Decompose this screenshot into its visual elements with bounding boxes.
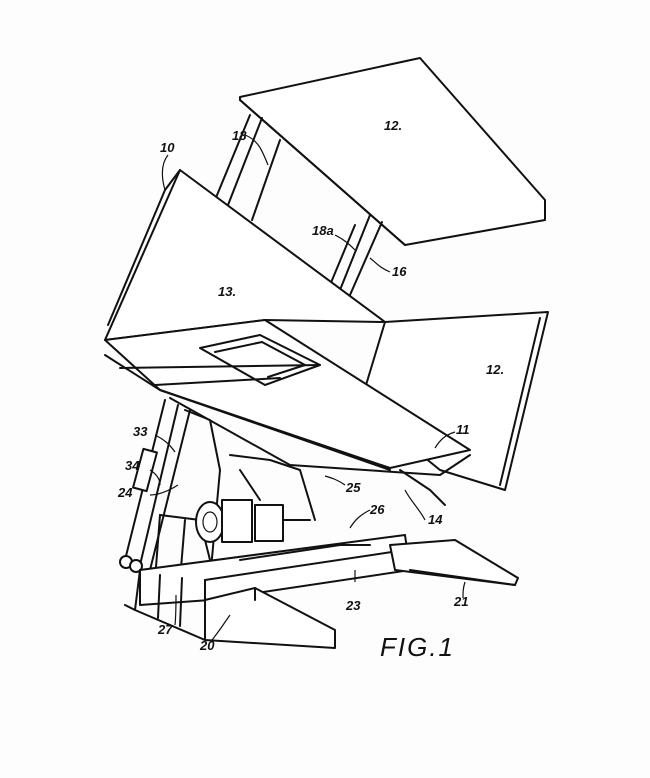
label-12-top: 12. [384, 118, 402, 133]
label-14: 14 [428, 512, 443, 527]
hydraulic-cylinder [119, 399, 191, 573]
label-27: 27 [157, 622, 173, 637]
label-16: 16 [392, 264, 407, 279]
label-33: 33 [133, 424, 148, 439]
leader-lines [149, 134, 466, 641]
label-24: 24 [117, 485, 133, 500]
label-18: 18 [232, 128, 247, 143]
reference-labels: 12. 18 10 18a 16 13. 12. 11 33 34 24 25 … [117, 118, 504, 653]
label-23: 23 [345, 598, 361, 613]
motor-assembly [195, 454, 316, 543]
label-10: 10 [160, 140, 175, 155]
label-34: 34 [125, 458, 140, 473]
figure-caption: FIG.1 [380, 632, 455, 662]
label-20: 20 [199, 638, 215, 653]
label-25: 25 [345, 480, 361, 495]
label-26: 26 [369, 502, 385, 517]
outrigger-leg [389, 539, 519, 586]
side-frame [154, 409, 221, 581]
upper-panel [239, 57, 546, 246]
label-13: 13. [218, 284, 236, 299]
label-11: 11 [456, 422, 470, 437]
guide-rails [214, 114, 383, 296]
label-18a: 18a [312, 223, 334, 238]
platform-frame [104, 319, 471, 506]
label-21: 21 [453, 594, 468, 609]
label-12-side: 12. [486, 362, 504, 377]
base-frame [124, 534, 411, 649]
